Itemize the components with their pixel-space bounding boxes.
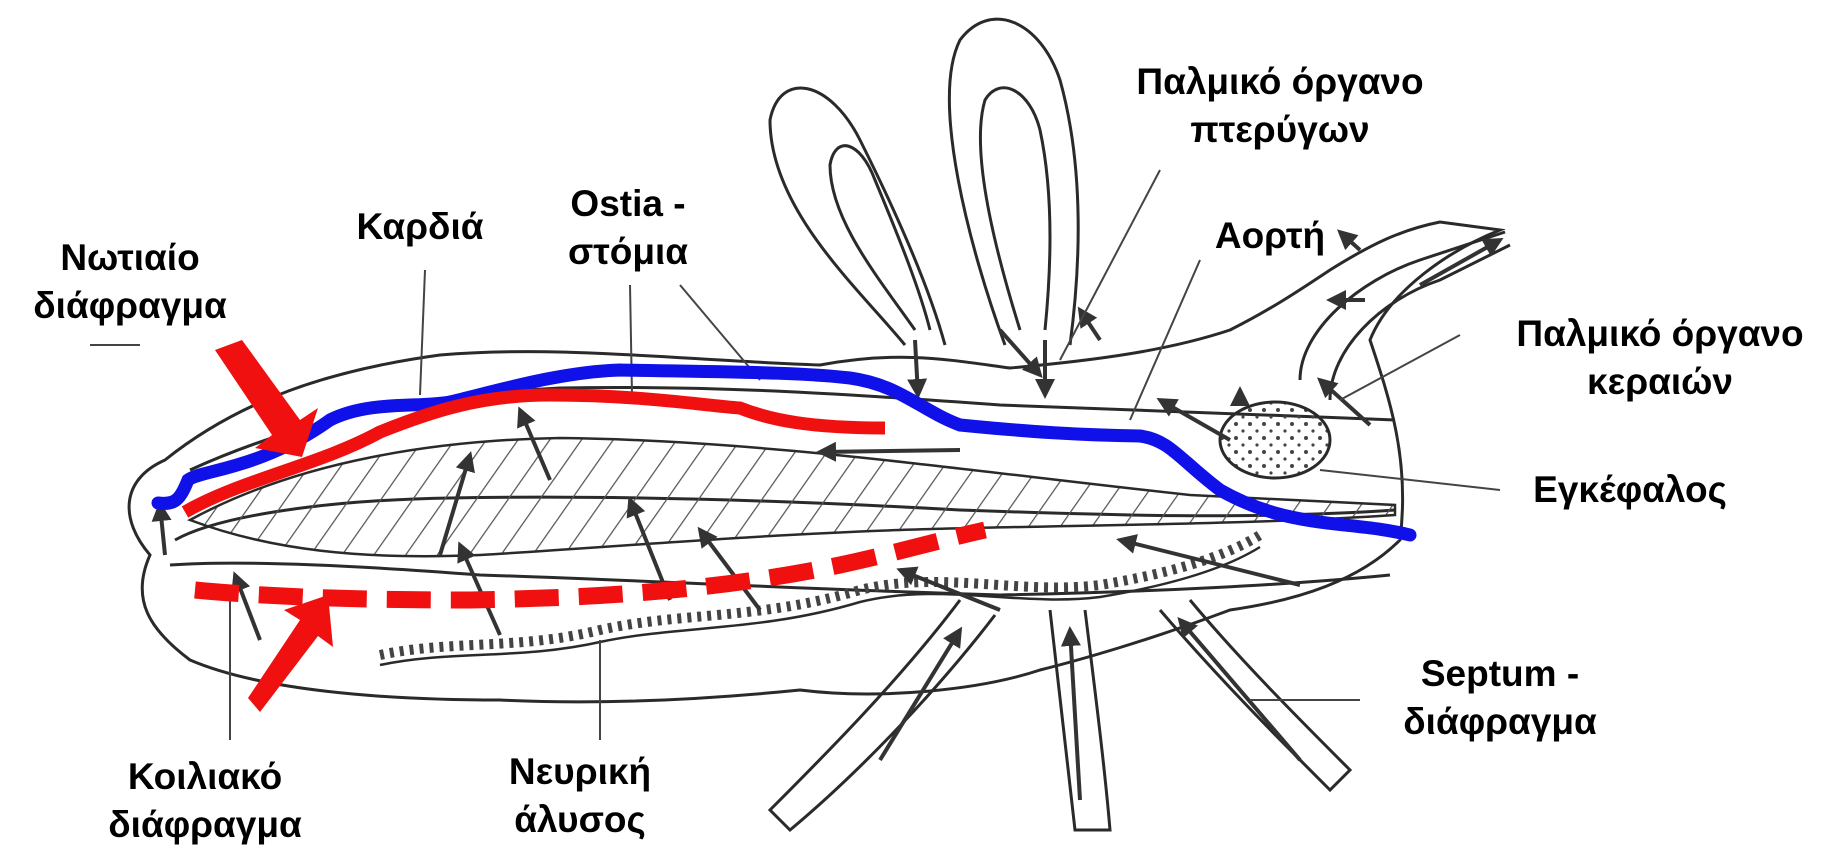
label-dorsal-diaphragm: Νωτιαίο διάφραγμα <box>20 234 240 330</box>
label-brain: Εγκέφαλος <box>1510 466 1750 514</box>
label-nerve-cord: Νευρική άλυσος <box>480 748 680 844</box>
label-wing-pulsatile-organ: Παλμικό όργανο πτερύγων <box>1110 58 1450 154</box>
label-septum: Septum - διάφραγμα <box>1380 650 1620 746</box>
label-ventral-diaphragm: Κοιλιακό διάφραγμα <box>90 753 320 849</box>
brain-shape <box>1220 402 1330 478</box>
label-ostia: Ostia - στόμια <box>548 180 708 276</box>
hatched-region <box>190 438 1395 556</box>
label-antenna-pulsatile-organ: Παλμικό όργανο κεραιών <box>1490 310 1830 406</box>
label-heart: Καρδιά <box>340 203 500 251</box>
wings <box>770 19 1078 345</box>
label-aorta: Αορτή <box>1190 212 1350 260</box>
